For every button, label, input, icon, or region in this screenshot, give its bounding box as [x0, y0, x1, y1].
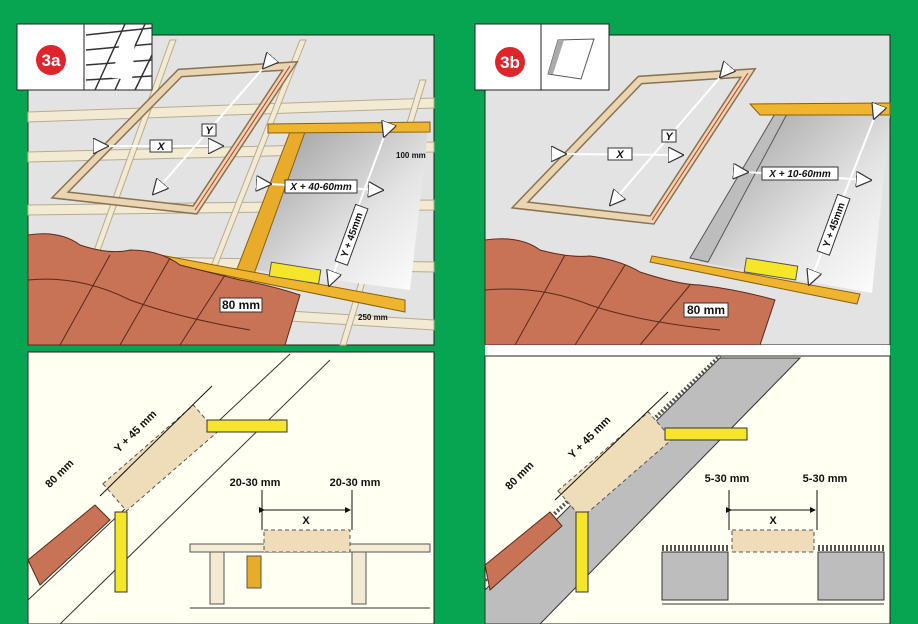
- opening-width-label: X + 40-60mm: [289, 182, 352, 193]
- roof-tiles: 80 mm: [484, 238, 776, 346]
- spirit-level: [664, 427, 748, 441]
- bottom-batten: [649, 255, 861, 305]
- window-frame: X Y: [510, 73, 757, 225]
- opening-width-label: X + 10-60mm: [768, 169, 831, 180]
- spirit-level: [206, 419, 288, 433]
- cross-section-3b: 5-30 mm 5-30 mm X: [661, 473, 885, 605]
- top-batten: [748, 102, 891, 116]
- section-x-label: X: [769, 515, 777, 527]
- offset-250-label: 250 mm: [358, 313, 388, 322]
- spirit-level-vertical: [114, 511, 128, 593]
- right-gap-label: 5-30 mm: [803, 473, 848, 485]
- frame-x-label: X: [156, 141, 165, 153]
- inset-3a: 3a: [16, 23, 153, 91]
- panel-3b-section: Y + 45 mm 80 mm 5-30 mm 5-30 mm X: [483, 354, 891, 624]
- cross-section-3a: 20-30 mm 20-30 mm X: [189, 477, 431, 609]
- offset-100-label: 100 mm: [396, 151, 426, 160]
- step-badge-3a: [36, 45, 66, 75]
- step-badge-3a-label: 3a: [42, 51, 61, 70]
- right-gap-label: 20-30 mm: [330, 477, 381, 489]
- top-batten: [267, 121, 431, 134]
- left-gap-label: 20-30 mm: [230, 477, 281, 489]
- step-badge-3b-label: 3b: [500, 53, 520, 72]
- opening-3b: X + 10-60mm Y + 45mm: [649, 102, 891, 305]
- spirit-level: [743, 257, 799, 281]
- section-x-label: X: [302, 515, 310, 527]
- frame-y-label: Y: [665, 131, 674, 143]
- step-badge-3b: [495, 47, 525, 77]
- divider-strip: [485, 345, 890, 356]
- spirit-level-vertical: [575, 511, 589, 593]
- roof-tiles: 80 mm: [27, 233, 301, 346]
- tile-gap-label: 80 mm: [687, 303, 725, 317]
- panel-3a-illustration: X Y X + 40-60mm Y + 45mm 100 mm 250 mm: [27, 34, 435, 346]
- inset-3b: 3b: [474, 23, 610, 91]
- frame-y-label: Y: [205, 125, 214, 137]
- left-gap-label: 5-30 mm: [705, 473, 750, 485]
- panel-3a-section: Y + 45 mm 80 mm 20-30 mm 20-30 mm X: [27, 351, 435, 624]
- window-frame: X Y: [50, 66, 299, 215]
- tile-gap-label: 80 mm: [222, 298, 260, 312]
- spirit-level: [268, 261, 322, 285]
- frame-x-label: X: [615, 149, 624, 161]
- opening-3a: X + 40-60mm Y + 45mm 100 mm 250 mm: [159, 121, 431, 322]
